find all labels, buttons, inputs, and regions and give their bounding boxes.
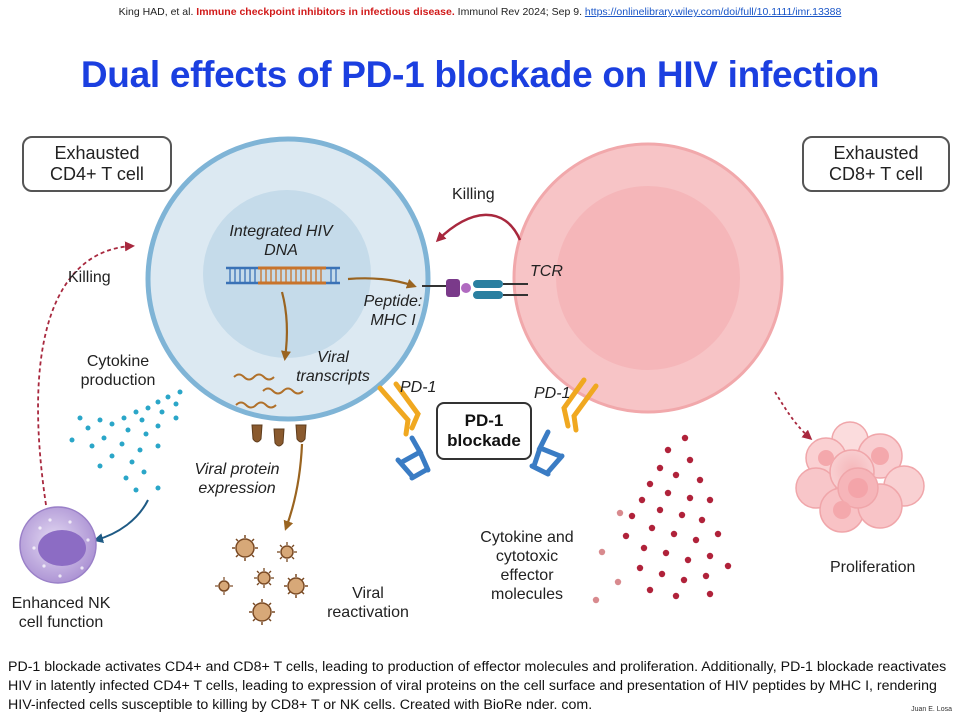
pd1-receptor-left [377, 381, 421, 437]
cd8-cell-label: Exhausted CD8+ T cell [802, 136, 950, 192]
citation: King HAD, et al. Immune checkpoint inhib… [0, 6, 960, 18]
viral-protein-line1: Viral protein [194, 461, 280, 478]
viral-reactivation-line1: Viral [352, 585, 384, 602]
cd4-label-line2: CD4+ T cell [50, 164, 144, 184]
cytokine-production-line2: production [80, 372, 156, 389]
cytokine-production-line1: Cytokine [86, 353, 150, 370]
antibody-left [395, 435, 431, 481]
proliferating-cells-cluster [795, 421, 925, 533]
pd1-label-right: PD-1 [534, 385, 571, 402]
transcription-arrow [280, 291, 291, 361]
killing-arrow-top [435, 213, 522, 243]
killing-label-top: Killing [452, 186, 495, 203]
peptide-line1: Peptide: [363, 293, 423, 310]
cytokine-dots-left [69, 389, 183, 493]
peptide-presentation-arrow [347, 277, 417, 289]
effector-molecule-dots-light [592, 509, 624, 604]
viral-transcripts-line1: Viral [317, 349, 349, 366]
page-title: Dual effects of PD-1 blockade on HIV inf… [80, 54, 880, 95]
cytokine-effector-line2: cytotoxic [495, 548, 559, 565]
enhanced-nk-label: Enhanced NK cell function [2, 594, 120, 632]
pd1-blockade-line2: blockade [447, 431, 521, 450]
effector-molecule-dots [622, 434, 732, 600]
pd1-receptor-right [561, 377, 599, 433]
killing-label-left: Killing [68, 269, 111, 286]
cytokine-effector-line1: Cytokine and [480, 529, 574, 546]
cd4-t-cell [145, 136, 431, 422]
pd1-blockade-box: PD-1 blockade [436, 402, 532, 460]
membrane-viral-proteins [251, 424, 307, 447]
pd1-label-left: PD-1 [400, 379, 437, 396]
integrated-hiv-line2: DNA [264, 242, 298, 259]
viral-particles [215, 535, 308, 625]
enhanced-nk-line1: Enhanced NK [11, 595, 111, 612]
citation-authors: King HAD, et al. [118, 6, 194, 18]
tcr-label: TCR [530, 263, 563, 280]
proliferation-arrow [774, 391, 813, 440]
citation-link[interactable]: https://onlinelibrary.wiley.com/doi/full… [584, 6, 842, 18]
antibody-right [529, 429, 565, 477]
peptide-mhc-label: Peptide: MHC I [358, 292, 428, 330]
integrated-hiv-dna-label: Integrated HIV DNA [214, 222, 348, 260]
citation-title: Immune checkpoint inhibitors in infectio… [196, 6, 455, 18]
viral-protein-expression-label: Viral protein expression [184, 460, 290, 498]
cytokine-effector-line3: effector [500, 567, 554, 584]
author-credit: Juan E. Losa [911, 706, 952, 713]
killing-arrow-left [37, 241, 135, 506]
viral-reactivation-line2: reactivation [327, 604, 409, 621]
integrated-hiv-line1: Integrated HIV [229, 223, 333, 240]
cd4-label-line1: Exhausted [54, 143, 140, 163]
proliferation-label: Proliferation [830, 559, 916, 576]
mhc-tcr-complex [422, 279, 528, 299]
viral-transcripts-label: Viral transcripts [290, 348, 376, 386]
enhanced-nk-line2: cell function [18, 614, 104, 631]
pd1-blockade-line1: PD-1 [464, 411, 504, 430]
cd8-t-cell [512, 142, 784, 414]
figure-caption: PD-1 blockade activates CD4+ and CD8+ T … [8, 659, 947, 713]
cd8-label-line2: CD8+ T cell [829, 164, 923, 184]
viral-protein-line2: expression [198, 480, 276, 497]
viral-expression-arrow [283, 443, 304, 531]
viral-reactivation-label: Viral reactivation [322, 584, 414, 622]
cytokine-effector-label: Cytokine and cytotoxic effector molecule… [470, 528, 584, 604]
hiv-dna-icon [226, 266, 340, 285]
citation-journal: Immunol Rev 2024; Sep 9. [457, 6, 582, 18]
viral-transcripts-icon [233, 373, 304, 409]
cytokine-production-label: Cytokine production [68, 352, 168, 390]
cytokine-to-nk-arrow [93, 499, 149, 543]
cytokine-effector-line4: molecules [490, 586, 564, 603]
peptide-line2: MHC I [370, 312, 416, 329]
cd8-label-line1: Exhausted [833, 143, 919, 163]
nk-cell [19, 506, 97, 584]
cd4-cell-label: Exhausted CD4+ T cell [22, 136, 172, 192]
viral-transcripts-line2: transcripts [296, 368, 370, 385]
